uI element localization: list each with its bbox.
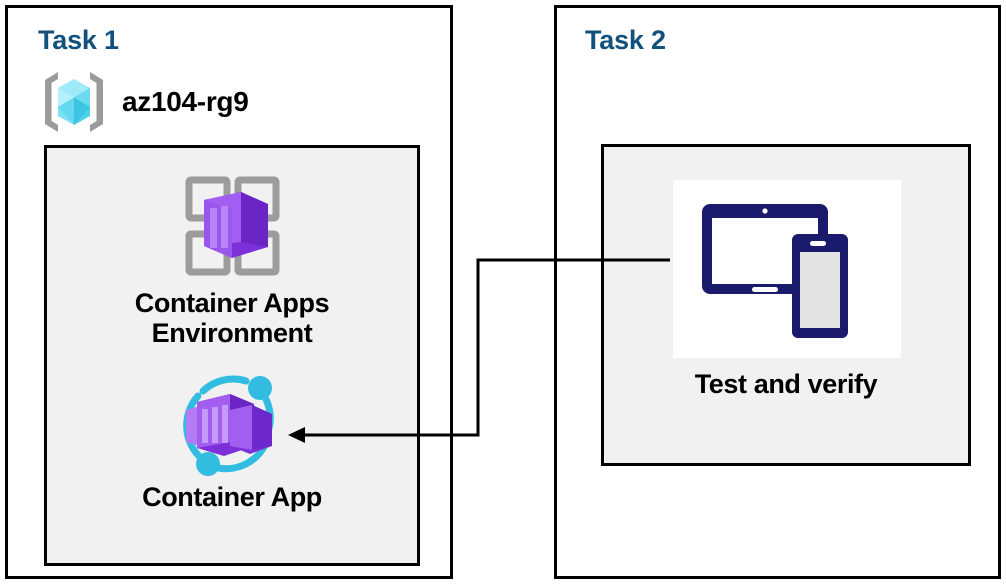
label-line-1: Container Apps [134,288,330,318]
task-2-title: Task 2 [585,25,666,55]
test-and-verify-image-area [673,180,901,358]
devices-tablet-phone-icon [694,196,880,342]
task-1-panel: Task 1 az104- [5,5,453,579]
task-2-panel: Task 2 Test and [554,5,1001,579]
resource-group-label: az104-rg9 [122,86,249,117]
test-and-verify-box: Test and verify [601,144,971,466]
container-apps-environment-label: Container Apps Environment [134,288,330,349]
container-apps-environment-box: Container Apps Environment [44,145,420,566]
container-app-label: Container App [142,482,322,512]
resource-group-icon [38,66,110,138]
test-and-verify-label: Test and verify [694,369,878,399]
resource-group-row: az104-rg9 [38,66,249,138]
label-line-2: Environment [151,318,313,349]
container-apps-environment-item: Container Apps Environment [47,168,417,348]
container-apps-environment-icon [174,168,290,284]
container-app-item: Container App [47,370,417,513]
container-app-icon [168,370,296,480]
task-1-title: Task 1 [38,25,119,55]
